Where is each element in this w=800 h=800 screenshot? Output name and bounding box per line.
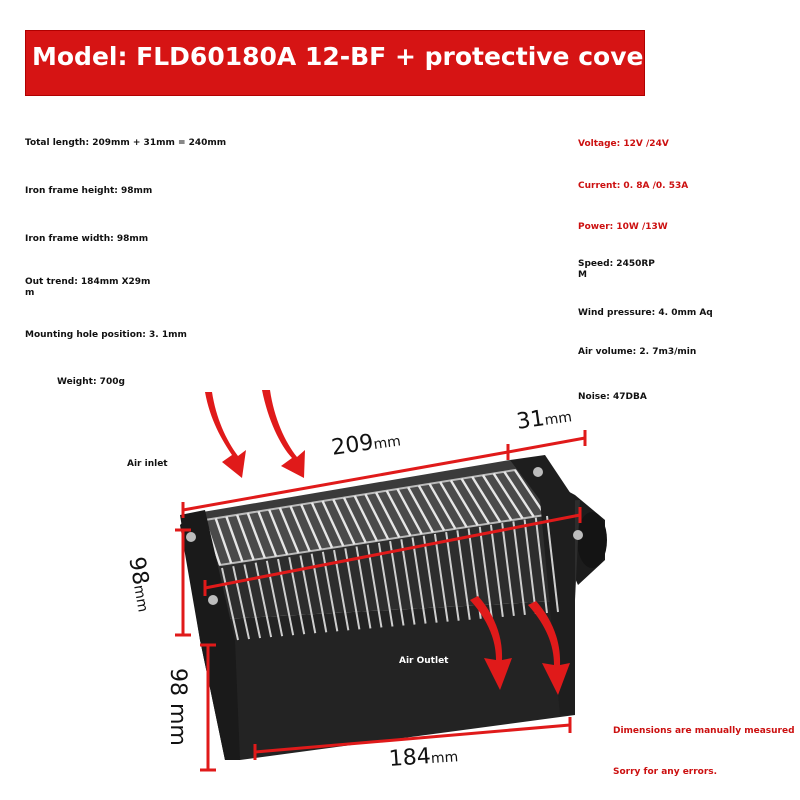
spec-weight: Weight: 700g <box>57 377 125 387</box>
note-measured: Dimensions are manually measured <box>613 726 795 736</box>
front-grill-bar <box>512 521 526 616</box>
front-grill-bar <box>433 533 449 622</box>
spec-out-trend: Out trend: 184mm X29m m <box>25 277 151 298</box>
front-grill-bar <box>265 560 284 637</box>
front-grill-bar <box>422 535 438 623</box>
grill-bar <box>439 481 468 528</box>
screw <box>208 595 218 605</box>
air-outlet-arrow <box>470 596 570 695</box>
grill-bar <box>214 517 233 564</box>
dimension-lines <box>175 430 587 772</box>
grill-bar <box>225 516 244 562</box>
front-grill-bar <box>366 544 383 628</box>
front-grill-bar <box>534 517 548 614</box>
front-grill-bar <box>277 558 295 636</box>
front-grill-bar <box>478 526 493 618</box>
note-sorry: Sorry for any errors. <box>613 767 718 777</box>
banner-title: Model: FLD60180A 12-BF + protective cove… <box>32 42 656 71</box>
grill-bar <box>471 476 502 523</box>
spec-power: Power: 10W /13W <box>578 222 668 232</box>
grill-bar <box>428 483 457 530</box>
grill-bar <box>492 472 524 520</box>
spec-current: Current: 0. 8A /0. 53A <box>578 181 689 191</box>
front-grill-bar <box>355 546 372 629</box>
grill-bar <box>385 490 412 537</box>
grill-bar <box>289 505 311 552</box>
grill-bar <box>374 491 401 538</box>
spec-air-volume: Air volume: 2. 7m3/min <box>578 347 697 357</box>
grill-bar <box>278 507 300 554</box>
grill-bar <box>353 495 378 542</box>
grill-bar <box>460 477 490 525</box>
front-grill-bar <box>221 567 239 641</box>
front-grill-bar <box>501 523 515 616</box>
grill-bar <box>235 514 255 561</box>
grill-bar <box>407 486 434 533</box>
grill-bar <box>449 479 479 526</box>
grill-bar <box>257 510 278 557</box>
housing-lower <box>205 600 575 760</box>
screw <box>533 467 543 477</box>
title-banner: Model: FLD60180A 12-BF + protective cove… <box>25 30 656 96</box>
grill-bar <box>332 498 356 545</box>
front-grill-bar <box>523 519 537 615</box>
front-grill-bar <box>377 542 394 627</box>
front-grill-bar <box>400 539 416 625</box>
grill-bar <box>321 500 345 547</box>
air-outlet-label: Air Outlet <box>399 656 449 666</box>
grill-bar <box>246 512 266 559</box>
spec-frame-height: Iron frame height: 98mm <box>25 186 153 196</box>
grill-bar <box>417 484 446 532</box>
dimension-width-label: 98 mm <box>165 668 190 746</box>
spec-speed: Speed: 2450RP M <box>578 259 655 280</box>
front-grill-bar <box>489 524 504 617</box>
front-grill-bar <box>456 530 471 620</box>
screw <box>573 530 583 540</box>
dimension-outlet-label: 184mm <box>388 744 459 772</box>
spec-frame-width: Iron frame width: 98mm <box>25 234 149 244</box>
spec-mounting-hole: Mounting hole position: 3. 1mm <box>25 330 187 340</box>
left-end-frame <box>180 510 240 760</box>
front-grill-bar <box>546 515 559 613</box>
front-grill-bar <box>243 564 262 639</box>
grill-bar <box>342 497 367 544</box>
front-grill-bar <box>344 548 361 630</box>
spec-voltage: Voltage: 12V /24V <box>578 139 669 149</box>
screw <box>186 532 196 542</box>
spec-total-length: Total length: 209mm + 31mm = 240mm <box>25 138 227 148</box>
front-grill-bar <box>411 537 427 624</box>
air-inlet-arrow <box>205 390 305 478</box>
grill-bar <box>364 493 390 540</box>
grill-bar <box>396 488 423 535</box>
grill-bar <box>481 474 513 521</box>
spec-wind-pressure: Wind pressure: 4. 0mm Aq <box>578 308 713 318</box>
front-grill-bar <box>389 540 405 626</box>
grill-bar <box>310 502 334 549</box>
air-inlet-label: Air inlet <box>127 459 168 469</box>
grill-bar <box>268 509 289 556</box>
grill-bar <box>503 471 535 518</box>
front-grill-bar <box>445 531 460 621</box>
grill-bar <box>514 469 546 516</box>
spec-noise: Noise: 47DBA <box>578 392 647 402</box>
front-grill-bar <box>232 565 251 640</box>
grill-bar <box>300 504 322 550</box>
front-grill-bar <box>254 562 273 638</box>
